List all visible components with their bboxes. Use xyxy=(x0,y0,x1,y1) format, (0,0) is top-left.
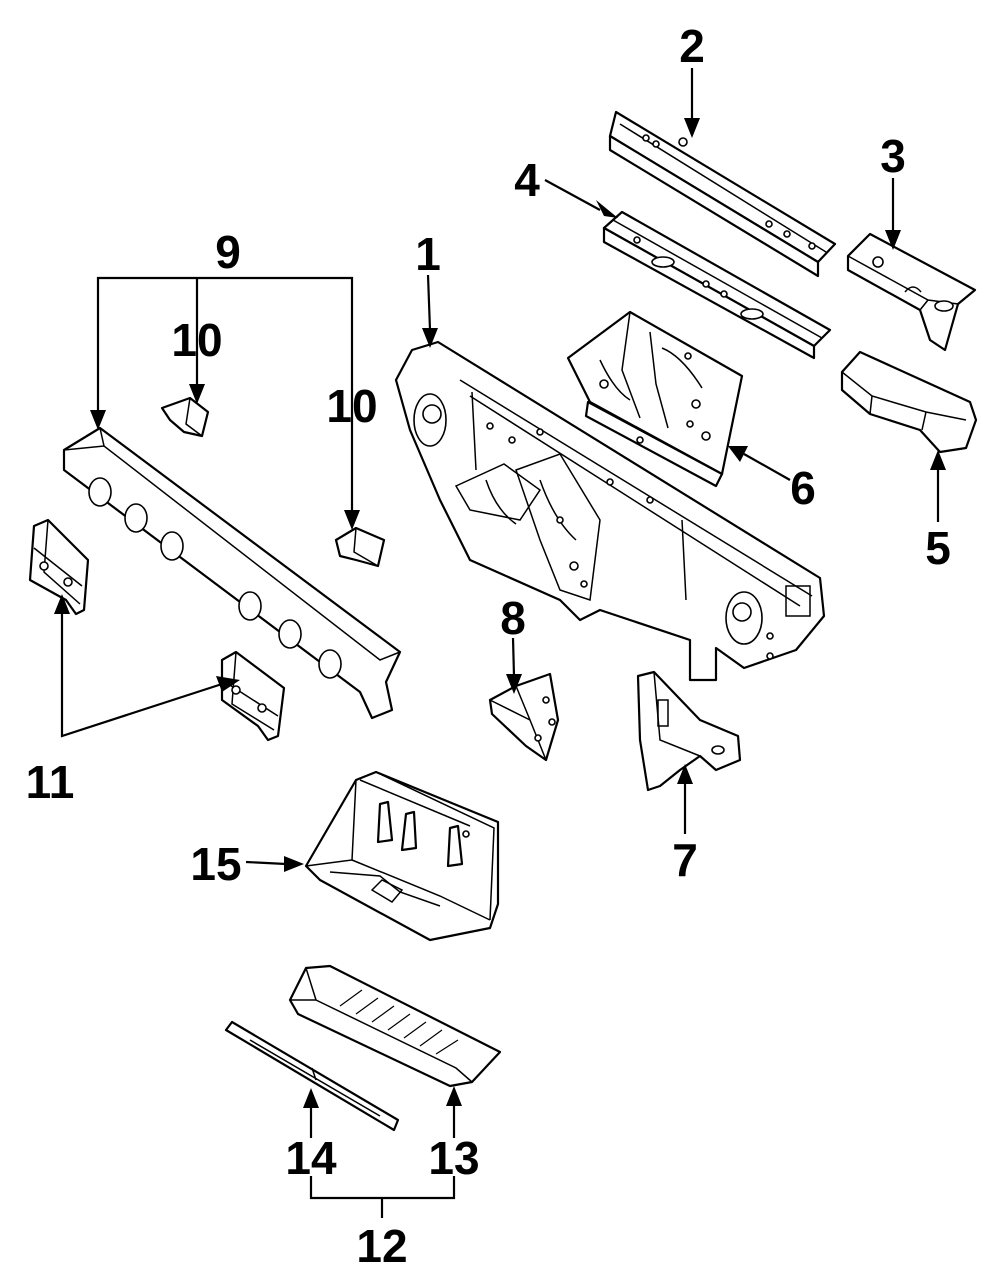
callout-11: 11 xyxy=(26,756,75,808)
callout-7: 7 xyxy=(672,834,698,886)
callout-10-left: 10 xyxy=(171,314,222,366)
part-14-strip xyxy=(224,1020,400,1132)
callout-5: 5 xyxy=(925,522,951,574)
callout-labels: 1 2 3 4 5 6 7 8 9 10 10 11 12 13 14 15 xyxy=(26,20,951,1272)
callout-6: 6 xyxy=(790,462,816,514)
callout-8: 8 xyxy=(500,592,526,644)
part-3-upper-bracket xyxy=(846,232,977,352)
part-4-lower-rail xyxy=(602,210,832,360)
part-2-upper-rail xyxy=(608,110,837,278)
part-8-gusset xyxy=(488,672,560,762)
callout-14: 14 xyxy=(285,1132,337,1184)
part-11-clip-right xyxy=(220,650,286,742)
callout-12: 12 xyxy=(356,1220,407,1272)
part-6-reinforcement xyxy=(566,310,744,488)
callout-3: 3 xyxy=(880,130,906,182)
part-9-cross-member xyxy=(62,426,402,720)
leader-lines xyxy=(54,68,946,1218)
part-10-bracket-left xyxy=(160,396,210,438)
part-11-clip-left xyxy=(28,518,90,616)
part-1-main-frame xyxy=(394,340,826,682)
callout-10-right: 10 xyxy=(326,380,377,432)
callout-2: 2 xyxy=(679,20,705,72)
callout-9: 9 xyxy=(215,226,241,278)
part-10-bracket-right xyxy=(334,526,386,568)
part-5-lower-bracket xyxy=(840,350,978,454)
part-7-side-gusset xyxy=(636,670,742,792)
callout-1: 1 xyxy=(415,228,441,280)
callout-4: 4 xyxy=(514,154,540,206)
part-15-tray xyxy=(304,770,500,942)
callout-13: 13 xyxy=(428,1132,479,1184)
callout-15: 15 xyxy=(190,838,241,890)
part-13-duct xyxy=(288,964,502,1088)
